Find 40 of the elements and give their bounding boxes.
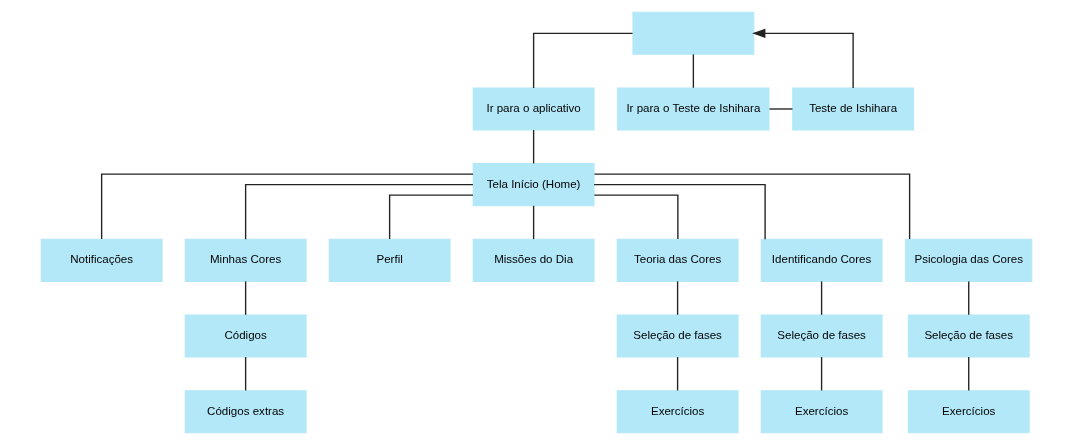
node-box: Códigos extras [184,390,307,434]
node-box: Teste de Ishihara [791,87,914,131]
node-box: Seleção de fases [616,314,739,358]
connector [676,280,678,316]
connector [532,129,534,165]
connector [532,32,633,89]
connector [676,356,678,392]
connector [244,356,246,392]
node-box: Ir para o aplicativo [472,87,595,131]
connector [592,183,766,240]
node-box: Notificações [40,238,163,282]
node-box [631,11,754,55]
node-box: Tela Início (Home) [472,163,595,207]
connector [532,205,534,240]
arrow [751,28,854,89]
connector [100,173,474,240]
node-box: Missões do Dia [472,238,595,282]
connector [593,194,679,240]
node-box: Exercícios [760,390,883,434]
node-box: Exercícios [616,390,739,434]
connector [388,194,474,240]
connector [244,280,246,316]
node-box: Psicologia das Cores [904,238,1032,282]
node-box: Seleção de fases [907,314,1030,358]
node-box: Códigos [184,314,307,358]
connector [820,356,822,392]
connector [768,108,793,110]
connector [967,356,969,392]
connector [967,280,969,316]
connector [244,183,474,240]
connector [593,173,910,240]
node-box: Ir para o Teste de Ishihara [616,87,770,131]
node-box: Exercícios [907,390,1030,434]
node-box: Seleção de fases [760,314,883,358]
node-box: Identificando Cores [760,238,883,282]
node-box: Minhas Cores [184,238,307,282]
connector [692,53,694,89]
node-box: Teoria das Cores [616,238,739,282]
node-box: Perfil [328,238,451,282]
connector [820,280,822,316]
